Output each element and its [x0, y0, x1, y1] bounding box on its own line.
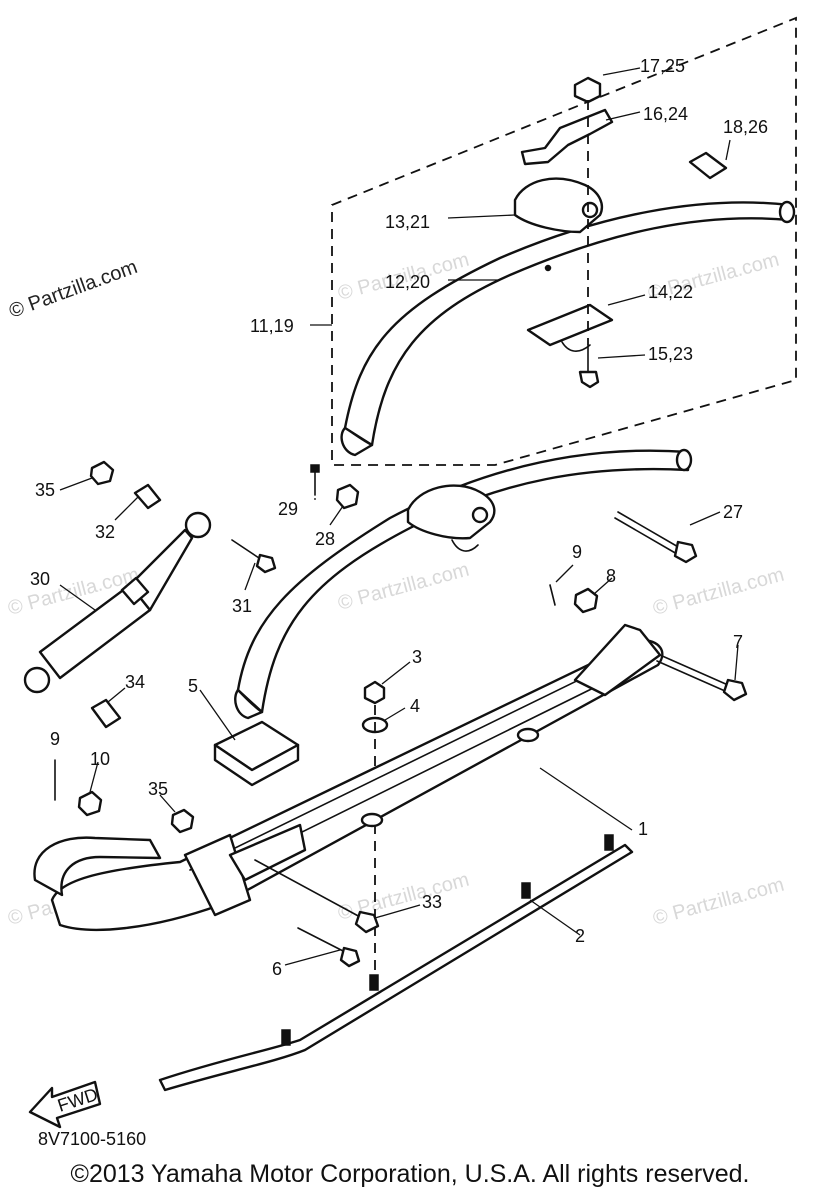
callout-10: 10 — [90, 749, 110, 769]
watermark-primary: © Partzilla.com — [6, 256, 140, 323]
callout-34: 34 — [125, 672, 145, 692]
callout-8: 8 — [606, 566, 616, 586]
callout-27: 27 — [723, 502, 743, 522]
nut-28 — [335, 483, 360, 510]
callout-18-26: 18,26 — [723, 117, 768, 137]
callout-30: 30 — [30, 569, 50, 589]
bolt-7 — [656, 654, 748, 702]
callout-9-right: 9 — [572, 542, 582, 562]
lower-spring-seat — [406, 484, 496, 540]
ski — [33, 623, 664, 932]
callout-28: 28 — [315, 529, 335, 549]
callout-11-19: 11,19 — [250, 316, 294, 336]
callout-2: 2 — [575, 926, 585, 946]
callout-1: 1 — [638, 819, 648, 839]
spring-clip — [520, 108, 614, 166]
nut-10 — [77, 790, 103, 817]
callout-7: 7 — [733, 632, 743, 652]
callout-5: 5 — [188, 676, 198, 696]
part-code: 8V7100-5160 — [38, 1129, 146, 1149]
leader-lines — [59, 67, 739, 966]
callout-3: 3 — [412, 647, 422, 667]
seat-hole — [581, 201, 599, 219]
callout-29: 29 — [278, 499, 298, 519]
callout-16-24: 16,24 — [643, 104, 688, 124]
bolt-6 — [297, 927, 361, 968]
shock-absorber — [23, 511, 212, 694]
callout-33: 33 — [422, 892, 442, 912]
callout-17-25: 17,25 — [640, 56, 685, 76]
copyright-footer: ©2013 Yamaha Motor Corporation, U.S.A. A… — [70, 1160, 750, 1188]
nut-35-lower — [170, 808, 195, 834]
callout-31: 31 — [232, 596, 252, 616]
exploded-view-outline — [331, 16, 797, 466]
spring-seat — [513, 177, 604, 234]
fwd-arrow-icon: FWD — [28, 1080, 102, 1129]
callout-14-22: 14,22 — [648, 282, 693, 302]
watermark: © Partzilla.com — [336, 869, 472, 925]
collar-32 — [133, 483, 162, 510]
cotter-pin-9-right — [549, 584, 556, 606]
spring-plate — [526, 303, 614, 347]
callout-35-lower: 35 — [148, 779, 168, 799]
callout-6: 6 — [272, 959, 282, 979]
spring-collar — [688, 151, 728, 180]
callout-4: 4 — [410, 696, 420, 716]
bolt-31 — [231, 539, 277, 574]
nut-3 — [363, 680, 386, 705]
watermark: © Partzilla.com — [651, 564, 787, 620]
callout-9-left: 9 — [50, 729, 60, 749]
watermark: © Partzilla.com — [651, 874, 787, 930]
bolt-27 — [614, 511, 698, 564]
collar-34 — [90, 698, 122, 729]
callouts: 17,25 16,24 18,26 13,21 12,20 14,22 15,2… — [30, 56, 768, 979]
nut-8 — [573, 587, 599, 614]
watermark: © Partzilla.com — [336, 559, 472, 615]
bolt-33 — [254, 859, 380, 934]
upper-leaf-spring — [340, 200, 796, 457]
callout-13-21: 13,21 — [385, 212, 430, 232]
seat-hole — [471, 506, 489, 524]
nut-35-upper — [89, 460, 115, 486]
callout-15-23: 15,23 — [648, 344, 693, 364]
spring-bolt — [578, 344, 600, 389]
wear-bar — [158, 834, 634, 1092]
callout-12-20: 12,20 — [385, 272, 430, 292]
callout-35-upper: 35 — [35, 480, 55, 500]
callout-32: 32 — [95, 522, 115, 542]
bolt-29 — [310, 464, 320, 496]
clip-nut — [573, 76, 602, 104]
